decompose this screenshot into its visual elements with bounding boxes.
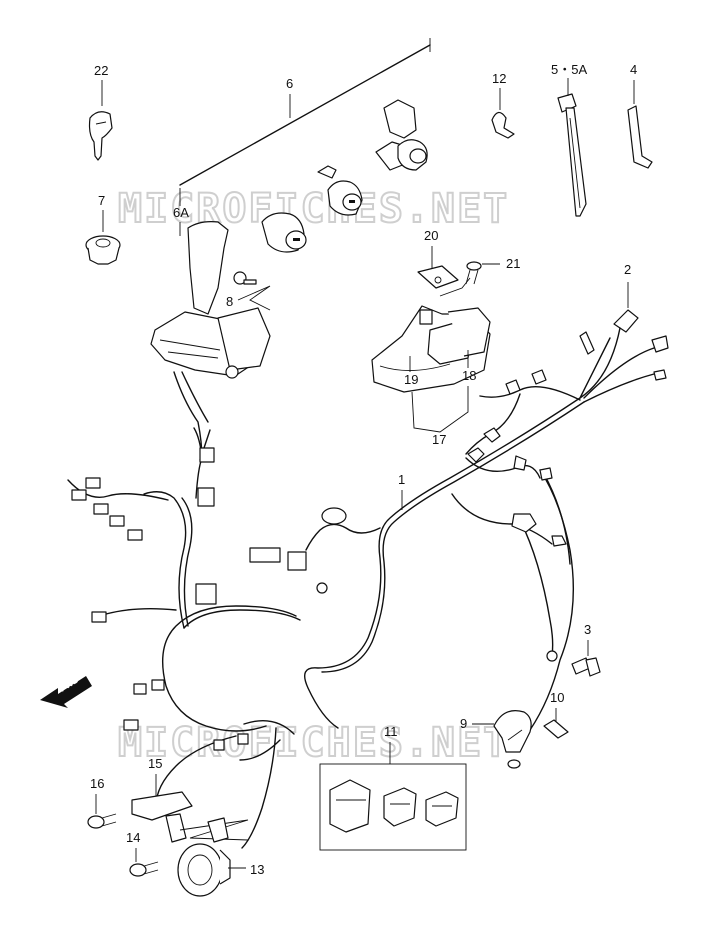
callout-17: 17: [432, 432, 446, 447]
key-part-22: [88, 111, 113, 161]
harness-connectors: [71, 331, 669, 751]
callout-1: 1: [398, 472, 405, 487]
lock-cylinder-b: [317, 165, 363, 216]
relay-bracket-part-17: [371, 305, 491, 393]
callout-18: 18: [462, 368, 476, 383]
callout-10: 10: [550, 690, 564, 705]
sensor-part-9: [493, 710, 532, 769]
bolt-part-14: [129, 861, 159, 877]
watermark-bottom: MICROFICHES.NET: [118, 720, 509, 766]
callout-13: 13: [250, 862, 264, 877]
bracket-part-4: [627, 105, 653, 169]
callout-22: 22: [94, 63, 108, 78]
callout-8: 8: [226, 294, 233, 309]
connector-part-2: [613, 309, 639, 333]
callout-21: 21: [506, 256, 520, 271]
cable-tie-part-5-5a: [557, 93, 587, 217]
screw-part-21: [465, 261, 482, 285]
callout-15: 15: [148, 756, 162, 771]
callout-2: 2: [624, 262, 631, 277]
grommet-part-7: [85, 235, 121, 265]
callout-14: 14: [126, 830, 140, 845]
callout-4: 4: [630, 62, 637, 77]
callout-11: 11: [384, 724, 398, 739]
callout-6: 6: [286, 76, 293, 91]
horn-part-13: [177, 817, 231, 897]
lock-cylinder-a: [261, 212, 307, 253]
horn-bracket-part-15: [131, 791, 193, 843]
callout-19: 19: [404, 372, 418, 387]
clamp-part-12: [491, 111, 515, 139]
bolt-part-16: [87, 813, 117, 829]
kit-box-part-11: [319, 763, 467, 851]
screw-part-10: [543, 719, 569, 739]
callout-9: 9: [460, 716, 467, 731]
callout-7: 7: [98, 193, 105, 208]
callout-6a: 6A: [173, 205, 189, 220]
lock-cylinder-c: [375, 99, 428, 171]
watermark-top: MICROFICHES.NET: [118, 186, 509, 232]
callout-20: 20: [424, 228, 438, 243]
callout-12: 12: [492, 71, 506, 86]
callout-16: 16: [90, 776, 104, 791]
fwd-direction-arrow: FWD: [40, 674, 92, 708]
screw-part-8: [233, 271, 257, 285]
callout-5-5a: 5・5A: [551, 62, 587, 77]
plate-part-20: [417, 265, 459, 289]
bolt-part-3: [571, 657, 601, 677]
callout-3: 3: [584, 622, 591, 637]
fuse-holders-part-11: [329, 779, 459, 833]
ignition-switch-part-6a: [150, 221, 271, 461]
